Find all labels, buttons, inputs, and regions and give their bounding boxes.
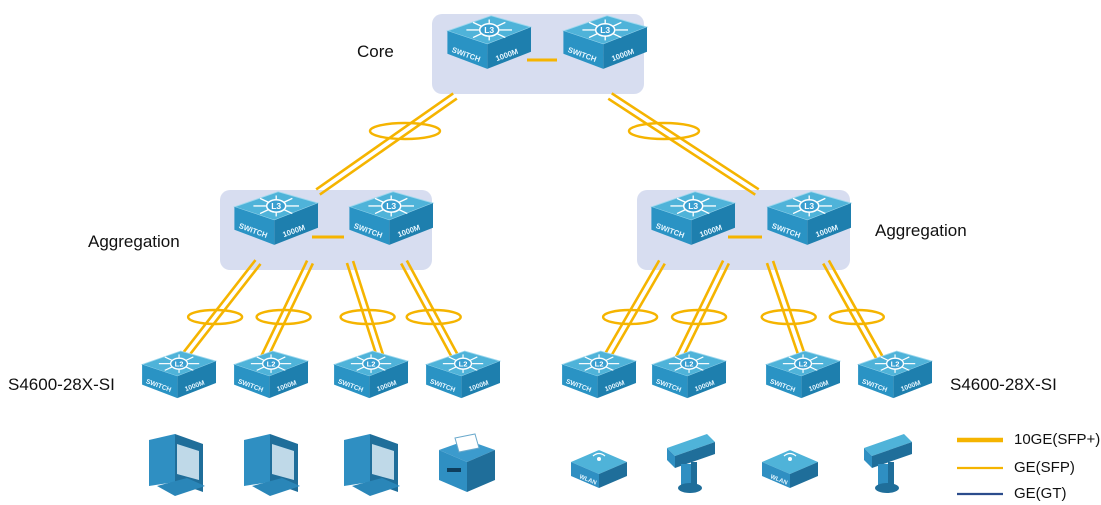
device-8-ip-camera xyxy=(864,434,912,493)
lag-ring-access-3 xyxy=(339,308,396,326)
legend-label-ge-gt: GE(GT) xyxy=(1014,485,1067,502)
lag-ring-access-1 xyxy=(186,308,244,326)
aggregation-label-right: Aggregation xyxy=(875,221,967,240)
svg-text:L3: L3 xyxy=(804,201,814,211)
svg-text:L2: L2 xyxy=(267,359,276,368)
uplink-core-to-aggregation-left xyxy=(315,92,458,196)
uplink-core-to-aggregation-right xyxy=(607,92,760,196)
aggregation-label-left: Aggregation xyxy=(88,232,180,251)
legend-label-ge-sfp: GE(SFP) xyxy=(1014,459,1075,476)
svg-text:L3: L3 xyxy=(688,201,698,211)
lag-ring-core-right xyxy=(627,121,701,141)
device-5-wireless-ap: WLAN xyxy=(571,448,627,488)
svg-text:L2: L2 xyxy=(799,359,808,368)
svg-text:L2: L2 xyxy=(367,359,376,368)
lag-ring-core-left xyxy=(368,121,442,141)
device-7-wireless-ap: WLAN xyxy=(762,448,818,488)
lag-ring-access-6 xyxy=(670,308,728,326)
svg-text:L3: L3 xyxy=(271,201,281,211)
device-2-desktop-pc xyxy=(244,434,300,496)
svg-text:L3: L3 xyxy=(600,25,610,35)
switch-group-boxes xyxy=(220,14,850,270)
svg-text:L3: L3 xyxy=(386,201,396,211)
legend-lines xyxy=(957,437,1003,496)
svg-text:L2: L2 xyxy=(685,359,694,368)
svg-text:L2: L2 xyxy=(595,359,604,368)
link-aggregation-rings xyxy=(186,121,885,326)
device-1-desktop-pc xyxy=(149,434,205,496)
lag-ring-access-5 xyxy=(601,308,659,326)
uplink-aggregation-to-access-1 xyxy=(176,259,262,365)
svg-text:L2: L2 xyxy=(891,359,900,368)
device-4-printer xyxy=(439,433,495,492)
svg-text:L3: L3 xyxy=(484,25,494,35)
lag-ring-access-7 xyxy=(760,308,817,326)
end-devices: WLAN WLAN xyxy=(149,433,912,496)
lag-ring-access-8 xyxy=(828,308,885,326)
svg-text:L2: L2 xyxy=(175,359,184,368)
svg-text:L2: L2 xyxy=(459,359,468,368)
device-6-ip-camera xyxy=(667,434,715,493)
lag-ring-access-4 xyxy=(405,308,462,326)
access-label-right: S4600-28X-SI xyxy=(950,375,1057,394)
access-label-left: S4600-28X-SI xyxy=(8,375,115,394)
lag-ring-access-2 xyxy=(255,308,312,326)
core-label: Core xyxy=(357,42,394,61)
legend-label-10ge-sfp: 10GE(SFP+) xyxy=(1014,431,1101,448)
device-3-desktop-pc xyxy=(344,434,400,496)
